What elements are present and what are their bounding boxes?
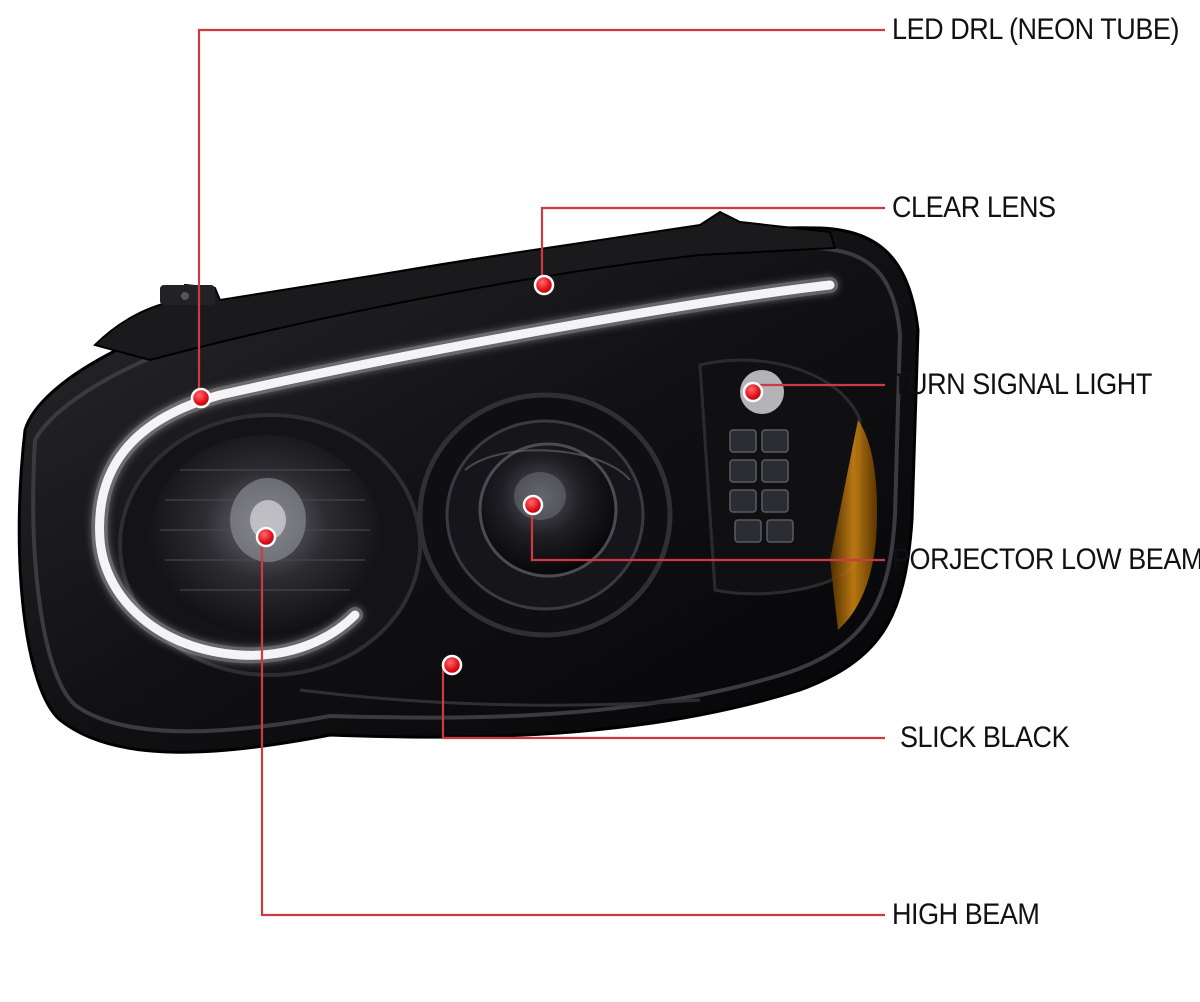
callout-dot-led-drl	[190, 387, 212, 409]
top-mount	[93, 210, 837, 362]
callout-dot-projector-low-beam	[522, 494, 544, 516]
label-clear-lens: CLEAR LENS	[892, 191, 1056, 224]
drl-tube	[95, 280, 835, 660]
callout-leaders	[197, 28, 885, 917]
callout-dot-slick-black	[441, 654, 463, 676]
callout-dots	[190, 274, 764, 676]
label-turn-signal: TURN SIGNAL LIGHT	[892, 368, 1152, 401]
callout-dot-turn-signal	[742, 381, 764, 403]
label-projector-low-beam: PORJECTOR LOW BEAM	[892, 543, 1200, 576]
label-slick-black: SLICK BLACK	[900, 721, 1070, 754]
turn-signal-unit	[698, 358, 878, 630]
leader-led-drl	[197, 28, 885, 398]
amber-reflector	[830, 420, 878, 630]
label-high-beam: HIGH BEAM	[892, 898, 1040, 931]
lower-trim	[299, 688, 701, 707]
leader-clear-lens	[540, 206, 885, 285]
callout-dot-clear-lens	[533, 274, 555, 296]
leader-high-beam	[260, 537, 885, 917]
mount-hole	[181, 292, 189, 300]
leader-slick-black	[441, 665, 885, 740]
callout-dot-high-beam	[255, 526, 277, 548]
projector-unit	[417, 392, 673, 638]
label-led-drl: LED DRL (NEON TUBE)	[892, 13, 1180, 46]
leader-projector-low-beam	[530, 505, 885, 562]
